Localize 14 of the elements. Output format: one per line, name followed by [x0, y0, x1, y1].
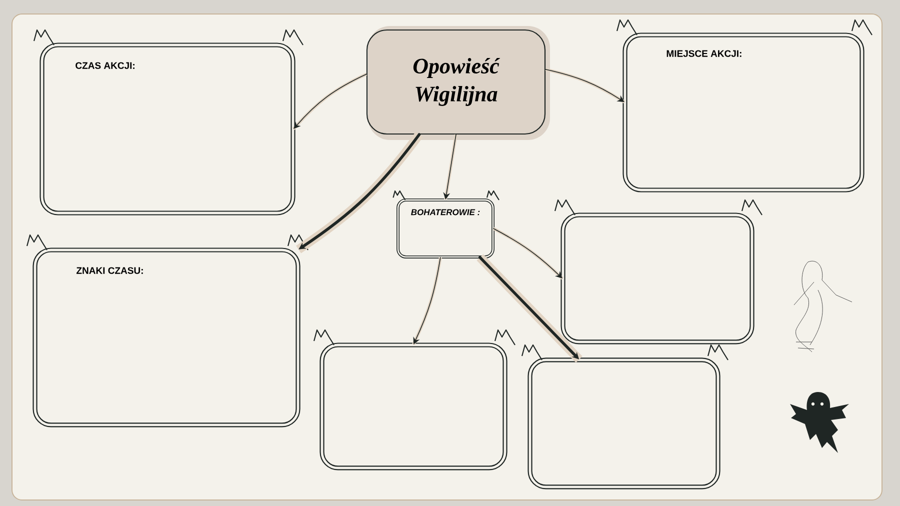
frame-box: [313, 329, 516, 470]
frame-box: BOHATEROWIE :: [392, 190, 500, 258]
arrow: [296, 132, 423, 254]
frame-box: CZAS AKCJI:: [33, 29, 304, 216]
frame-box: [521, 344, 728, 490]
arrow: [476, 254, 582, 363]
arrow: [492, 227, 564, 280]
title-blob: Opowieść Wigilijna: [366, 26, 550, 140]
arrow: [412, 257, 442, 346]
frame-box: MIEJSCE AKCJI:: [616, 19, 872, 192]
frame-box: [554, 199, 762, 344]
arrow: [292, 72, 368, 130]
arrow: [545, 68, 626, 104]
frame-box: ZNAKI CZASU:: [26, 234, 308, 428]
